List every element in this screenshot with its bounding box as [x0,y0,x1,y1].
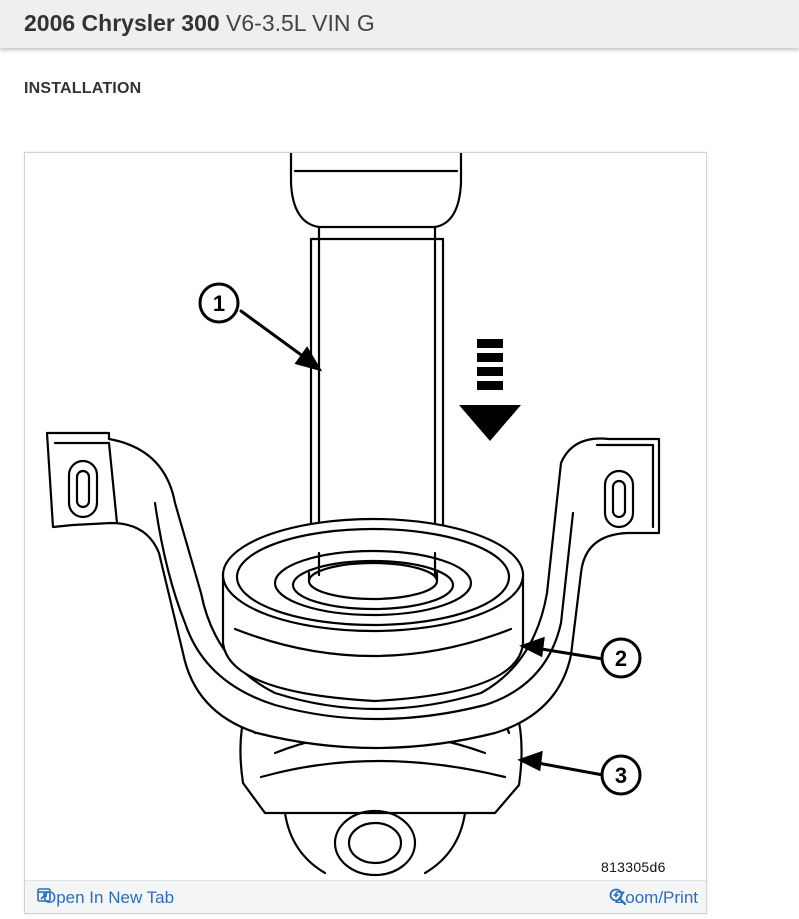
clipped-text-line [0,48,799,56]
vehicle-make-model: 2006 Chrysler 300 [24,10,220,36]
zoom-print-label: Zoom/Print [614,888,698,907]
callout-3-circle [600,754,642,796]
page-header: 2006 Chrysler 300 V6-3.5L VIN G [0,0,799,48]
zoom-print-link[interactable]: Zoom/Print [609,888,698,908]
callout-3: 3 [615,763,627,788]
vehicle-engine: V6-3.5L VIN G [226,10,375,36]
open-in-new-tab-link[interactable]: Open In New Tab [37,888,174,908]
callout-2: 2 [615,646,627,671]
callout-2-circle [600,637,642,679]
vehicle-title: 2006 Chrysler 300 V6-3.5L VIN G [24,10,375,37]
section-heading: INSTALLATION [24,80,142,97]
figure-toolbar: Open In New Tab Zoom/Print [25,880,706,913]
propeller-shaft-illustration: 1 2 3 [45,153,661,877]
open-in-new-tab-label: Open In New Tab [43,888,175,907]
callout-1: 1 [213,291,225,316]
callout-1-circle [198,282,240,324]
installation-figure: 1 2 3 813305d6 Open In New Tab [24,152,707,914]
figure-code: 813305d6 [601,859,666,875]
